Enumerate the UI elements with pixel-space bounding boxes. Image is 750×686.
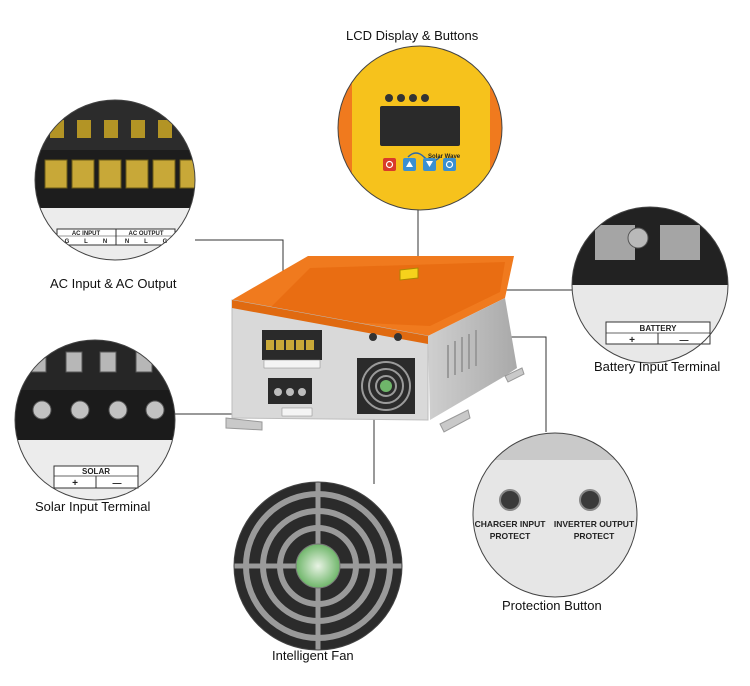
battery-plus: + <box>629 335 635 346</box>
solar-minus: — <box>113 478 122 488</box>
fan-callout <box>233 481 403 651</box>
charger-protect-line2: PROTECT <box>490 531 531 541</box>
ac-terminal-l-out: L <box>144 239 148 245</box>
label-protection-button: Protection Button <box>502 598 602 613</box>
charger-protect-line1: CHARGER INPUT <box>475 519 547 529</box>
battery-title: BATTERY <box>640 324 678 333</box>
solar-callout: SOLAR + — <box>14 339 176 501</box>
solar-title: SOLAR <box>82 467 110 476</box>
protection-callout: CHARGER INPUT PROTECT INVERTER OUTPUT PR… <box>472 432 638 598</box>
ac-terminal-l-in: L <box>84 239 88 245</box>
ac-callout: AC INPUT AC OUTPUT G L N N L G <box>34 99 196 261</box>
brand-logo: Solar Wave <box>428 154 461 160</box>
label-solar-input-terminal: Solar Input Terminal <box>35 499 151 514</box>
ac-output-title: AC OUTPUT <box>129 231 164 237</box>
solar-plus: + <box>72 478 78 489</box>
label-intelligent-fan: Intelligent Fan <box>272 648 354 663</box>
label-battery-input-terminal: Battery Input Terminal <box>594 359 721 374</box>
charger-protect-button <box>499 489 521 511</box>
inverter-protect-line2: PROTECT <box>574 531 615 541</box>
battery-callout: BATTERY + — <box>571 206 729 364</box>
inverter-protect-button <box>579 489 601 511</box>
ac-terminal-n-out: N <box>125 239 129 245</box>
lcd-callout: Solar Wave <box>337 45 503 211</box>
inverter-unit <box>225 256 525 433</box>
ac-terminal-n-in: N <box>103 239 107 245</box>
power-button <box>383 158 396 171</box>
ac-terminal-g-in: G <box>65 239 70 245</box>
label-lcd-display-buttons: LCD Display & Buttons <box>346 28 479 43</box>
battery-minus: — <box>680 335 689 345</box>
fan-hub <box>295 543 341 589</box>
ac-input-title: AC INPUT <box>72 231 101 237</box>
enter-button <box>443 158 456 171</box>
inverter-side <box>428 298 517 420</box>
label-ac-input-output: AC Input & AC Output <box>50 276 177 291</box>
inverter-protect-line1: INVERTER OUTPUT <box>554 519 635 529</box>
